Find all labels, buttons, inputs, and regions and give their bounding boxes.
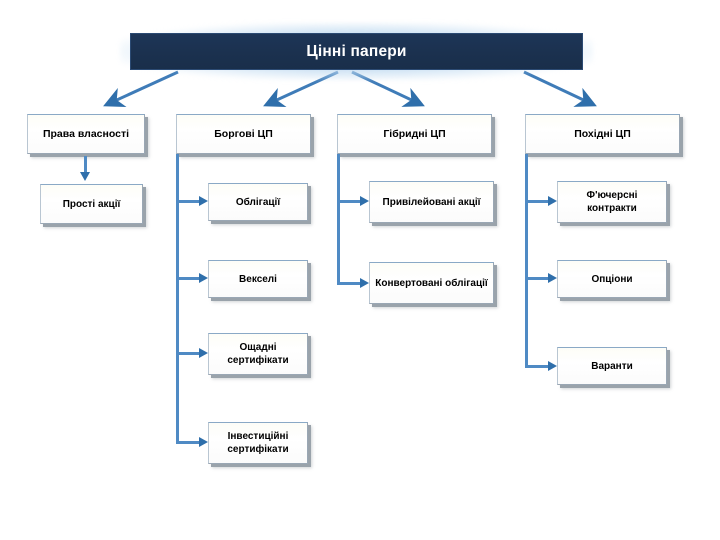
- node-bills-label: Векселі: [239, 273, 277, 285]
- node-common-shares[interactable]: Прості акції: [40, 184, 143, 224]
- node-bonds[interactable]: Облігації: [208, 183, 308, 221]
- node-convertible-bonds[interactable]: Конвертовані облігації: [369, 262, 494, 304]
- connector-debt-to-investment-certificates: [176, 441, 200, 444]
- node-hybrid[interactable]: Гібридні ЦП: [337, 114, 492, 154]
- arrowhead-derivatives-to-futures: [548, 196, 557, 206]
- node-common-shares-label: Прості акції: [62, 198, 121, 210]
- connector-hybrid-spine: [337, 154, 340, 282]
- arrowhead-hybrid-to-preferred-shares: [360, 196, 369, 206]
- connector-derivatives-to-futures: [525, 200, 549, 203]
- node-ownership-label: Права власності: [42, 127, 130, 140]
- node-debt-label: Боргові ЦП: [214, 127, 273, 140]
- node-preferred-shares[interactable]: Привілейовані акції: [369, 181, 494, 223]
- arrowhead-debt-to-savings-certificates: [199, 348, 208, 358]
- arrowhead-ownership-to-common-shares: [80, 172, 90, 181]
- node-convertible-bonds-label: Конвертовані облігації: [375, 277, 488, 289]
- arrowhead-debt-to-investment-certificates: [199, 437, 208, 447]
- connector-debt-to-bills: [176, 277, 200, 280]
- node-options[interactable]: Опціони: [557, 260, 667, 298]
- connector-derivatives-to-options: [525, 277, 549, 280]
- node-bills[interactable]: Векселі: [208, 260, 308, 298]
- connector-ownership-stem: [84, 156, 87, 174]
- arrowhead-debt-to-bonds: [199, 196, 208, 206]
- diagram-title-label: Цінні папери: [306, 42, 407, 60]
- diagram-title: Цінні папери: [130, 33, 583, 70]
- arrowhead-debt-to-bills: [199, 273, 208, 283]
- node-savings-certificates-label: Ощадні сертифікати: [227, 342, 289, 366]
- node-derivatives[interactable]: Похідні ЦП: [525, 114, 680, 154]
- arrowhead-derivatives-to-warrants: [548, 361, 557, 371]
- arrowhead-hybrid-to-convertible-bonds: [360, 278, 369, 288]
- node-options-label: Опціони: [591, 273, 633, 285]
- node-debt[interactable]: Боргові ЦП: [176, 114, 311, 154]
- node-investment-certificates-label: Інвестиційні сертифікати: [227, 431, 289, 455]
- connector-derivatives-spine: [525, 154, 528, 367]
- connector-debt-to-bonds: [176, 200, 200, 203]
- node-futures[interactable]: Ф'ючерсні контракти: [557, 181, 667, 223]
- connector-hybrid-to-preferred-shares: [337, 200, 361, 203]
- connector-debt-spine: [176, 154, 179, 444]
- connector-derivatives-to-warrants: [525, 365, 549, 368]
- node-bonds-label: Облігації: [235, 196, 281, 208]
- connector-hybrid-to-convertible-bonds: [337, 282, 361, 285]
- node-ownership[interactable]: Права власності: [27, 114, 145, 154]
- node-warrants-label: Варанти: [591, 360, 633, 372]
- node-warrants[interactable]: Варанти: [557, 347, 667, 385]
- node-savings-certificates[interactable]: Ощадні сертифікати: [208, 333, 308, 375]
- node-hybrid-label: Гібридні ЦП: [383, 127, 446, 140]
- node-futures-label: Ф'ючерсні контракти: [586, 190, 638, 214]
- node-investment-certificates[interactable]: Інвестиційні сертифікати: [208, 422, 308, 464]
- node-preferred-shares-label: Привілейовані акції: [382, 196, 481, 208]
- node-derivatives-label: Похідні ЦП: [574, 127, 631, 140]
- connector-debt-to-savings-certificates: [176, 352, 200, 355]
- arrowhead-derivatives-to-options: [548, 273, 557, 283]
